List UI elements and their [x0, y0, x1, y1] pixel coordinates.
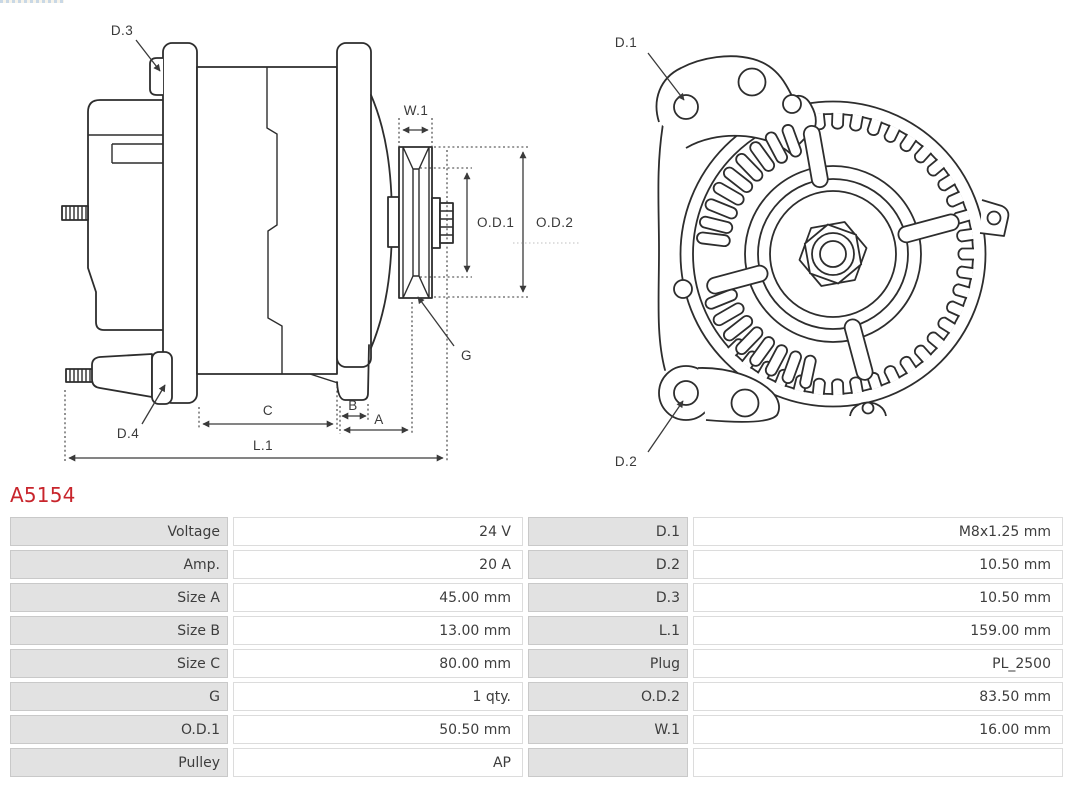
side-view-dimensions: D.3 D.4 W.1 O.D.1 O.D.2 G C B A L.1 [64, 23, 580, 462]
spec-label-cell [528, 748, 688, 777]
spec-value-cell: 24 V [233, 517, 523, 546]
terminal-stud-top [61, 205, 89, 221]
dim-label-d3: D.3 [111, 23, 133, 38]
spec-value-cell: 83.50 mm [693, 682, 1063, 711]
spec-value-cell: AP [233, 748, 523, 777]
spec-label-cell: Voltage [10, 517, 228, 546]
spec-label-cell: Size C [10, 649, 228, 678]
d3-ear [149, 57, 163, 96]
spec-label-cell: D.3 [528, 583, 688, 612]
dim-label-od2: O.D.2 [536, 215, 573, 230]
dim-label-c: C [263, 403, 273, 418]
spec-value-cell: 50.50 mm [233, 715, 523, 744]
alternator-diagram: D.3 D.4 W.1 O.D.1 O.D.2 G C B A L.1 [61, 23, 1010, 469]
dim-label-l1: L.1 [253, 438, 273, 453]
spec-label-cell: Pulley [10, 748, 228, 777]
mount-hole-d2 [673, 380, 699, 406]
dim-label-a: A [374, 412, 383, 427]
hub [387, 196, 400, 248]
front-view [652, 55, 1010, 423]
spec-value-cell: 80.00 mm [233, 649, 523, 678]
mounting-foot-front [336, 344, 370, 401]
page-edge-artifact [0, 0, 64, 3]
spec-value-cell: 10.50 mm [693, 550, 1063, 579]
shaft-thread [439, 202, 454, 244]
spec-label-cell: O.D.2 [528, 682, 688, 711]
mounting-foot-rear [151, 351, 173, 405]
spec-value-cell: 1 qty. [233, 682, 523, 711]
spec-value-cell: 13.00 mm [233, 616, 523, 645]
spec-label-cell: W.1 [528, 715, 688, 744]
dim-label-w1: W.1 [404, 103, 428, 118]
spec-label-cell: Size A [10, 583, 228, 612]
spec-value-cell [693, 748, 1063, 777]
spec-label-cell: G [10, 682, 228, 711]
spec-label-cell: D.1 [528, 517, 688, 546]
front-view-dimensions: D.1 D.2 [615, 35, 685, 469]
spec-label-cell: Plug [528, 649, 688, 678]
rear-bracket [162, 42, 198, 404]
part-number: A5154 [10, 483, 76, 507]
mounting-lug [91, 353, 153, 398]
spec-value-cell: PL_2500 [693, 649, 1063, 678]
bracket-plate [652, 80, 762, 415]
spec-value-cell: 45.00 mm [233, 583, 523, 612]
shaft-nut [798, 221, 868, 287]
spec-label-cell: Size B [10, 616, 228, 645]
spec-label-cell: D.2 [528, 550, 688, 579]
dim-label-d4: D.4 [117, 426, 139, 441]
front-bracket [336, 42, 372, 368]
dim-label-g: G [461, 348, 472, 363]
side-view [61, 42, 454, 405]
spec-value-cell: 16.00 mm [693, 715, 1063, 744]
spec-value-cell: 20 A [233, 550, 523, 579]
pulley [398, 146, 433, 299]
terminal-stud-bottom [65, 368, 99, 383]
spec-value-cell: 159.00 mm [693, 616, 1063, 645]
spec-value-cell: 10.50 mm [693, 583, 1063, 612]
spec-value-cell: M8x1.25 mm [693, 517, 1063, 546]
dim-label-od1: O.D.1 [477, 215, 514, 230]
spec-label-cell: O.D.1 [10, 715, 228, 744]
dim-label-b: B [348, 398, 357, 413]
dim-label-d2: D.2 [615, 454, 637, 469]
spec-label-cell: L.1 [528, 616, 688, 645]
dim-label-d1: D.1 [615, 35, 637, 50]
spec-label-cell: Amp. [10, 550, 228, 579]
mount-hole-d1 [673, 94, 699, 120]
